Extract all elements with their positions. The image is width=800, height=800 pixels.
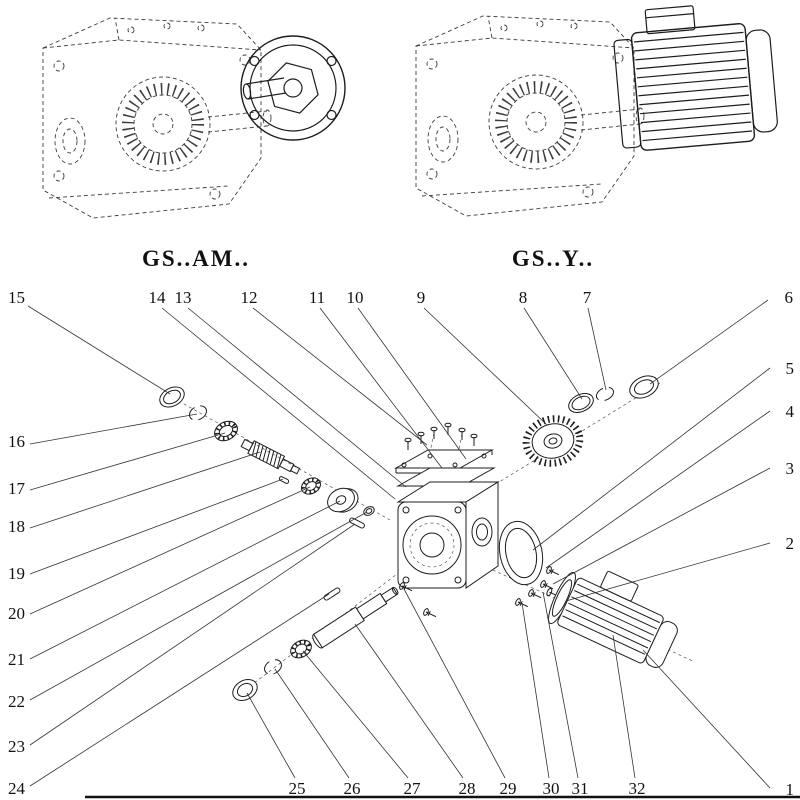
- part-bearing-27: [290, 639, 312, 659]
- gearbox-variant-y: [416, 5, 778, 216]
- part-pin-19: [278, 476, 290, 484]
- callout-number-32: 32: [629, 779, 646, 798]
- callout-leader-line-28: [354, 623, 464, 779]
- part-gear-housing: [396, 481, 500, 589]
- part-bearing-20: [300, 477, 322, 495]
- callout-leader-line-31: [542, 591, 579, 779]
- callout-leader-line-20: [29, 486, 311, 615]
- exploded-view: [159, 375, 696, 701]
- callout-number-8: 8: [519, 288, 528, 307]
- callout-leader-line-18: [29, 451, 261, 529]
- callout-number-16: 16: [8, 432, 25, 451]
- callout-leader-line-12: [252, 307, 428, 446]
- callout-number-6: 6: [785, 288, 794, 307]
- callout-number-1: 1: [786, 780, 795, 799]
- part-screw-30: [422, 607, 438, 621]
- callout-number-4: 4: [786, 402, 795, 421]
- callout-number-19: 19: [8, 564, 25, 583]
- callout-number-30: 30: [543, 779, 560, 798]
- callout-leader-line-2: [565, 542, 771, 602]
- part-oring-22: [363, 506, 375, 516]
- variant-y-label: GS..Y..: [512, 246, 594, 271]
- callout-leader-line-29: [403, 588, 506, 779]
- callout-number-29: 29: [500, 779, 517, 798]
- callout-leader-line-7: [587, 307, 607, 391]
- part-bearing-17: [214, 420, 238, 442]
- callout-leader-line-22: [29, 511, 368, 701]
- callout-number-27: 27: [404, 779, 422, 798]
- callout-leader-line-14: [161, 307, 396, 500]
- callout-number-21: 21: [8, 650, 25, 669]
- callout-number-17: 17: [8, 479, 26, 498]
- callout-leader-line-6: [649, 299, 769, 385]
- callout-number-9: 9: [417, 288, 426, 307]
- callout-number-31: 31: [572, 779, 589, 798]
- part-circlip-7: [595, 386, 615, 402]
- callout-number-25: 25: [289, 779, 306, 798]
- part-helical-gear-9: [522, 415, 584, 467]
- callout-leader-line-23: [29, 523, 356, 746]
- callout-leader-line-25: [246, 692, 296, 779]
- callout-number-20: 20: [8, 604, 25, 623]
- variant-am-label: GS..AM..: [142, 246, 250, 271]
- callout-number-14: 14: [149, 288, 167, 307]
- callout-leader-line-4: [545, 410, 771, 569]
- part-key-24: [323, 587, 341, 601]
- part-adapter-flange-5: [498, 520, 544, 586]
- part-shim-washer-21: [327, 487, 359, 513]
- callout-leader-line-24: [29, 593, 330, 787]
- callout-number-11: 11: [309, 288, 325, 307]
- part-worm-shaft-18: [240, 438, 301, 475]
- output-flange: [240, 35, 346, 141]
- electric-motor: [613, 5, 778, 151]
- part-motor-exploded: [546, 570, 678, 668]
- gearbox-variant-am: [43, 18, 346, 218]
- callout-number-12: 12: [241, 288, 258, 307]
- callout-leader-line-27: [302, 650, 409, 779]
- part-oil-seal-15: [159, 386, 185, 408]
- callout-number-10: 10: [347, 288, 364, 307]
- part-oil-seal-25: [232, 679, 258, 701]
- part-washer-8: [568, 393, 594, 413]
- callout-number-13: 13: [175, 288, 192, 307]
- callout-number-3: 3: [786, 459, 795, 478]
- callout-number-2: 2: [786, 534, 795, 553]
- callout-leader-line-1: [642, 649, 771, 789]
- callout-leader-line-10: [357, 307, 467, 460]
- callout-leader-line-3: [552, 467, 771, 585]
- callout-number-5: 5: [786, 359, 795, 378]
- callout-leader-line-11: [319, 307, 443, 469]
- callout-leader-line-13: [187, 307, 407, 488]
- callout-leader-line-30: [521, 602, 550, 779]
- part-retaining-ring-16: [188, 405, 208, 421]
- part-key-23: [349, 517, 365, 529]
- callout-number-28: 28: [459, 779, 476, 798]
- callout-number-24: 24: [8, 779, 26, 798]
- callout-number-18: 18: [8, 517, 25, 536]
- callout-number-26: 26: [344, 779, 361, 798]
- callout-leader-line-21: [29, 500, 341, 660]
- callout-leader-line-16: [29, 413, 198, 445]
- part-oil-seal-6: [629, 375, 659, 399]
- part-circlip-26: [264, 659, 282, 675]
- callout-leader-line-17: [29, 432, 226, 491]
- callout-leader-line-26: [274, 668, 350, 779]
- callout-leader-line-8: [523, 307, 583, 400]
- callout-leader-line-32: [612, 634, 636, 779]
- callout-leader-line-19: [29, 478, 284, 575]
- callout-number-23: 23: [8, 737, 25, 756]
- callout-leader-line-5: [532, 367, 771, 551]
- part-output-shaft-28: [312, 586, 399, 649]
- callout-number-15: 15: [8, 288, 25, 307]
- callout-leader-line-9: [423, 307, 548, 426]
- callout-number-7: 7: [583, 288, 592, 307]
- callout-number-22: 22: [8, 692, 25, 711]
- callout-leader-line-15: [27, 305, 171, 395]
